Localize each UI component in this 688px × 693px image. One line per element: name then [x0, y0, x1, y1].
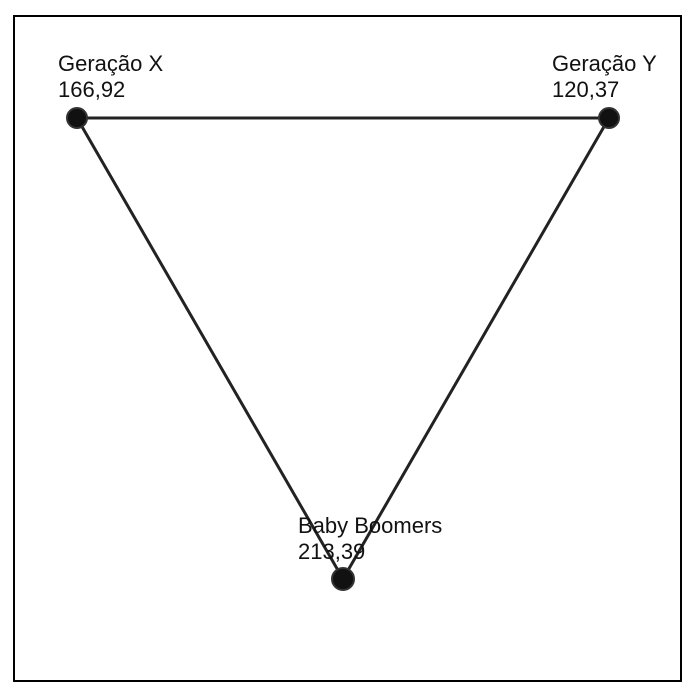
node-name-label: Geração X [58, 51, 163, 76]
node-value-label: 120,37 [552, 77, 619, 102]
node-dot [598, 107, 620, 129]
node-name-label: Baby Boomers [298, 513, 442, 538]
node-value-label: 213,39 [298, 539, 365, 564]
node-dot [331, 567, 355, 591]
diagram-frame [13, 15, 682, 682]
edge-geracao-y-to-baby-boomers [341, 117, 611, 580]
node-name-label: Geração Y [552, 51, 657, 76]
node-value-label: 166,92 [58, 77, 125, 102]
edge-geracao-x-to-baby-boomers [75, 117, 345, 580]
node-baby-boomers: Baby Boomers 213,39 [298, 513, 442, 591]
node-geracao-y: Geração Y 120,37 [552, 51, 657, 129]
node-geracao-x: Geração X 166,92 [58, 51, 163, 129]
node-dot [66, 107, 88, 129]
